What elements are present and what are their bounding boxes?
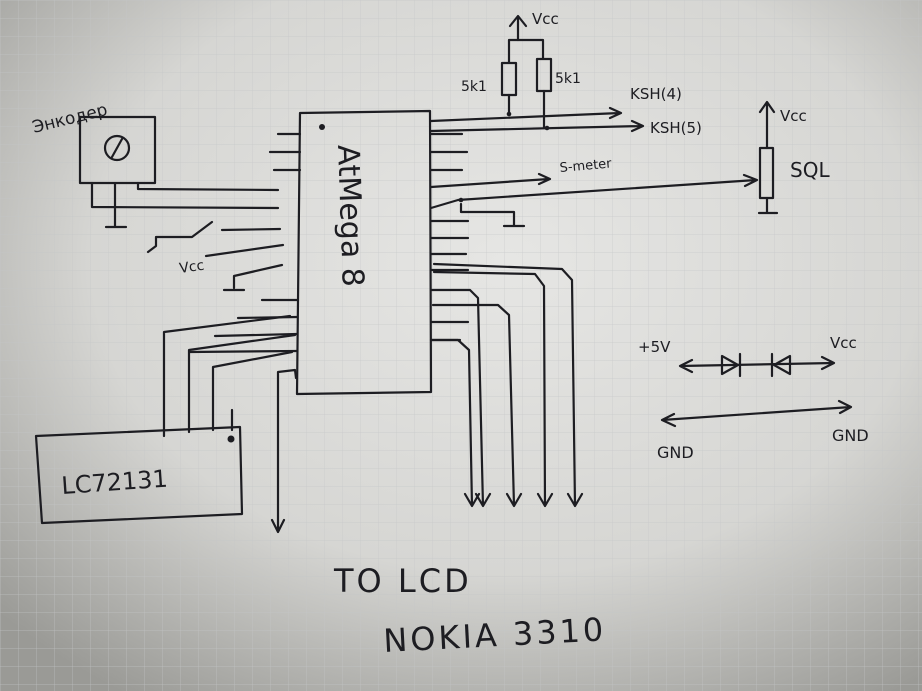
pullup-block: Vcc 5k1 5k1 KSH(4) KSH(5): [429, 10, 702, 137]
encoder-knob: [103, 134, 131, 162]
smeter-sql-block: S-meter Vcc SQL: [429, 100, 830, 228]
vcc-switch-label: Vcc: [178, 258, 205, 277]
vcc-top-label: Vcc: [532, 10, 559, 28]
mcu-pin1-dot: [319, 124, 325, 130]
synth-body: [34, 425, 244, 525]
diode-1: [720, 352, 742, 378]
resistor-1-label: 5k1: [461, 79, 487, 95]
lcd-bus: [429, 262, 584, 508]
gnd-left-label: GND: [657, 443, 694, 462]
gnd-wire: [660, 399, 853, 428]
ksh5-wire: [429, 119, 645, 133]
ksh5-label: KSH(5): [650, 119, 702, 137]
power-block: +5V Vcc GND GND: [638, 334, 869, 462]
mcu-label: AtMega 8: [330, 144, 370, 287]
mcu-block: AtMega 8: [188, 109, 470, 396]
synth-to-lcd-wire: [270, 368, 298, 534]
switch-block: Vcc: [146, 220, 285, 292]
mcu-left-pins: [188, 132, 302, 354]
sql-label: SQL: [790, 158, 830, 182]
vcc-diode-label: Vcc: [830, 334, 857, 352]
gnd-right-label: GND: [832, 426, 869, 445]
smeter-label: S-meter: [559, 156, 613, 176]
plus5v-label: +5V: [638, 338, 671, 356]
smeter-wire: [429, 172, 552, 189]
encoder-body: [78, 115, 157, 185]
diode-2: [770, 352, 792, 378]
to-lcd-caption: TO LCD: [333, 562, 472, 600]
resistor-2-label: 5k1: [555, 71, 581, 87]
vcc-sql-label: Vcc: [780, 107, 807, 125]
ksh4-wire: [429, 106, 623, 123]
encoder-wires: [90, 181, 280, 229]
sql-wire: [429, 173, 759, 210]
synth-wires: [162, 314, 297, 438]
ksh4-label: KSH(4): [630, 85, 682, 103]
synth-pin-dot: [227, 435, 235, 443]
